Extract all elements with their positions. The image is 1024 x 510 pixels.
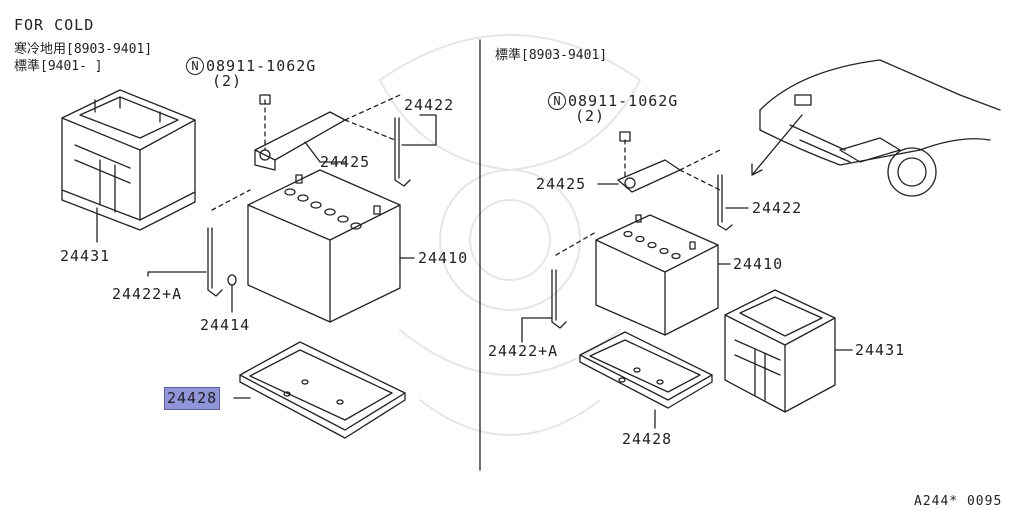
label-24425-right: 24425	[536, 175, 587, 193]
label-24410-right: 24410	[733, 255, 784, 273]
nut-marker-n-left: N	[186, 57, 204, 75]
nut-marker-n-right: N	[548, 92, 566, 110]
footer-code: A244* 0095	[914, 494, 1003, 509]
watermark-emblem	[379, 34, 641, 436]
battery-tray-left	[239, 341, 406, 439]
leader-lines-right	[521, 183, 853, 429]
battery-right	[595, 214, 719, 336]
j-bolt-left	[344, 94, 411, 187]
label-24428-right: 24428	[622, 430, 673, 448]
nut-part-left: 08911-1062G	[206, 57, 317, 75]
label-24422a-left: 24422+A	[112, 285, 183, 303]
label-24431-left: 24431	[60, 247, 111, 265]
leader-lines-left	[96, 114, 437, 399]
nut-qty-right: (2)	[575, 107, 606, 125]
battery-tray-right	[579, 331, 713, 409]
note-cold-region: 寒冷地用[8903-9401]	[14, 42, 153, 57]
j-bolt-right	[717, 174, 733, 231]
label-24431-right: 24431	[855, 341, 906, 359]
battery-left	[247, 169, 401, 323]
note-standard: 標準[9401- ]	[14, 59, 103, 74]
car-front	[759, 59, 1001, 197]
label-24428-left-highlighted[interactable]: 24428	[164, 387, 221, 410]
battery-box-left	[61, 89, 196, 231]
nut-part-right: 08911-1062G	[568, 92, 679, 110]
hold-down-bracket-right	[617, 131, 721, 193]
j-bolt-a-left	[207, 189, 251, 297]
note-standard-right: 標準[8903-9401]	[495, 48, 608, 63]
nut-qty-left: (2)	[212, 72, 243, 90]
label-24422-right: 24422	[752, 199, 803, 217]
location-arrow	[751, 114, 803, 176]
battery-box-right	[724, 289, 836, 413]
j-bolt-a-right	[551, 231, 597, 329]
label-24422-left: 24422	[404, 96, 455, 114]
label-24410-left: 24410	[418, 249, 469, 267]
label-24414-left: 24414	[200, 316, 251, 334]
label-24425-left: 24425	[320, 153, 371, 171]
heading-for-cold: FOR COLD	[14, 16, 95, 34]
label-24422a-right: 24422+A	[488, 342, 559, 360]
